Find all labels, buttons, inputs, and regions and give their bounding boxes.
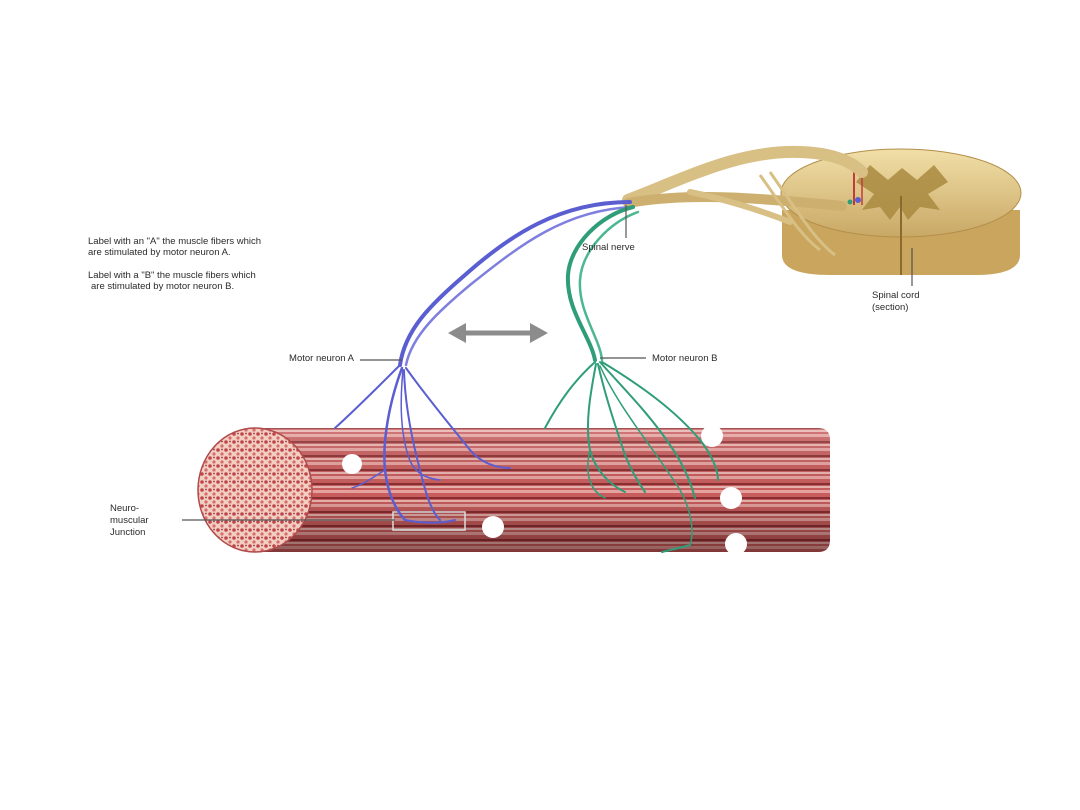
- instruction-b-line2: are stimulated by motor neuron B.: [91, 281, 235, 292]
- fiber-label-marker: [482, 516, 504, 538]
- motor-neuron-b: [544, 205, 719, 553]
- spinal-nerve-bundle: [622, 145, 868, 257]
- fiber-label-marker: [720, 487, 742, 509]
- instruction-a: Label with an "A" the muscle fibers whic…: [88, 236, 418, 258]
- leader-lines: [182, 205, 913, 521]
- neuromuscular-junction-box: [392, 511, 466, 531]
- neuromuscular-junction-label: Neuro- muscular Junction: [110, 503, 149, 539]
- fiber-label-marker: [725, 533, 747, 555]
- nmj-label-line2: muscular: [110, 515, 149, 526]
- nmj-label-line3: Junction: [110, 527, 146, 538]
- fiber-label-marker: [701, 425, 723, 447]
- instruction-a-line2: are stimulated by motor neuron A.: [88, 247, 231, 258]
- muscle-fascicle: [197, 425, 830, 555]
- motor-neuron-b-label: Motor neuron B: [652, 353, 718, 364]
- motor-neuron-a: [334, 200, 634, 524]
- spinal-cord-label-line1: Spinal cord: [872, 290, 920, 301]
- instruction-a-line1: Label with an "A" the muscle fibers whic…: [88, 236, 262, 247]
- spinal-cord-section: [780, 148, 1022, 275]
- double-arrow-icon: [448, 323, 548, 343]
- motor-neuron-a-label: Motor neuron A: [289, 353, 354, 364]
- spinal-nerve-label: Spinal nerve: [582, 242, 635, 253]
- spinal-cord-label-line2: (section): [872, 302, 909, 313]
- instruction-b: Label with a "B" the muscle fibers which…: [88, 270, 418, 292]
- spinal-cord-label: Spinal cord (section): [872, 290, 920, 314]
- fiber-label-marker: [342, 454, 362, 474]
- nmj-label-line1: Neuro-: [110, 503, 140, 514]
- instruction-b-line1: Label with a "B" the muscle fibers which: [88, 270, 256, 281]
